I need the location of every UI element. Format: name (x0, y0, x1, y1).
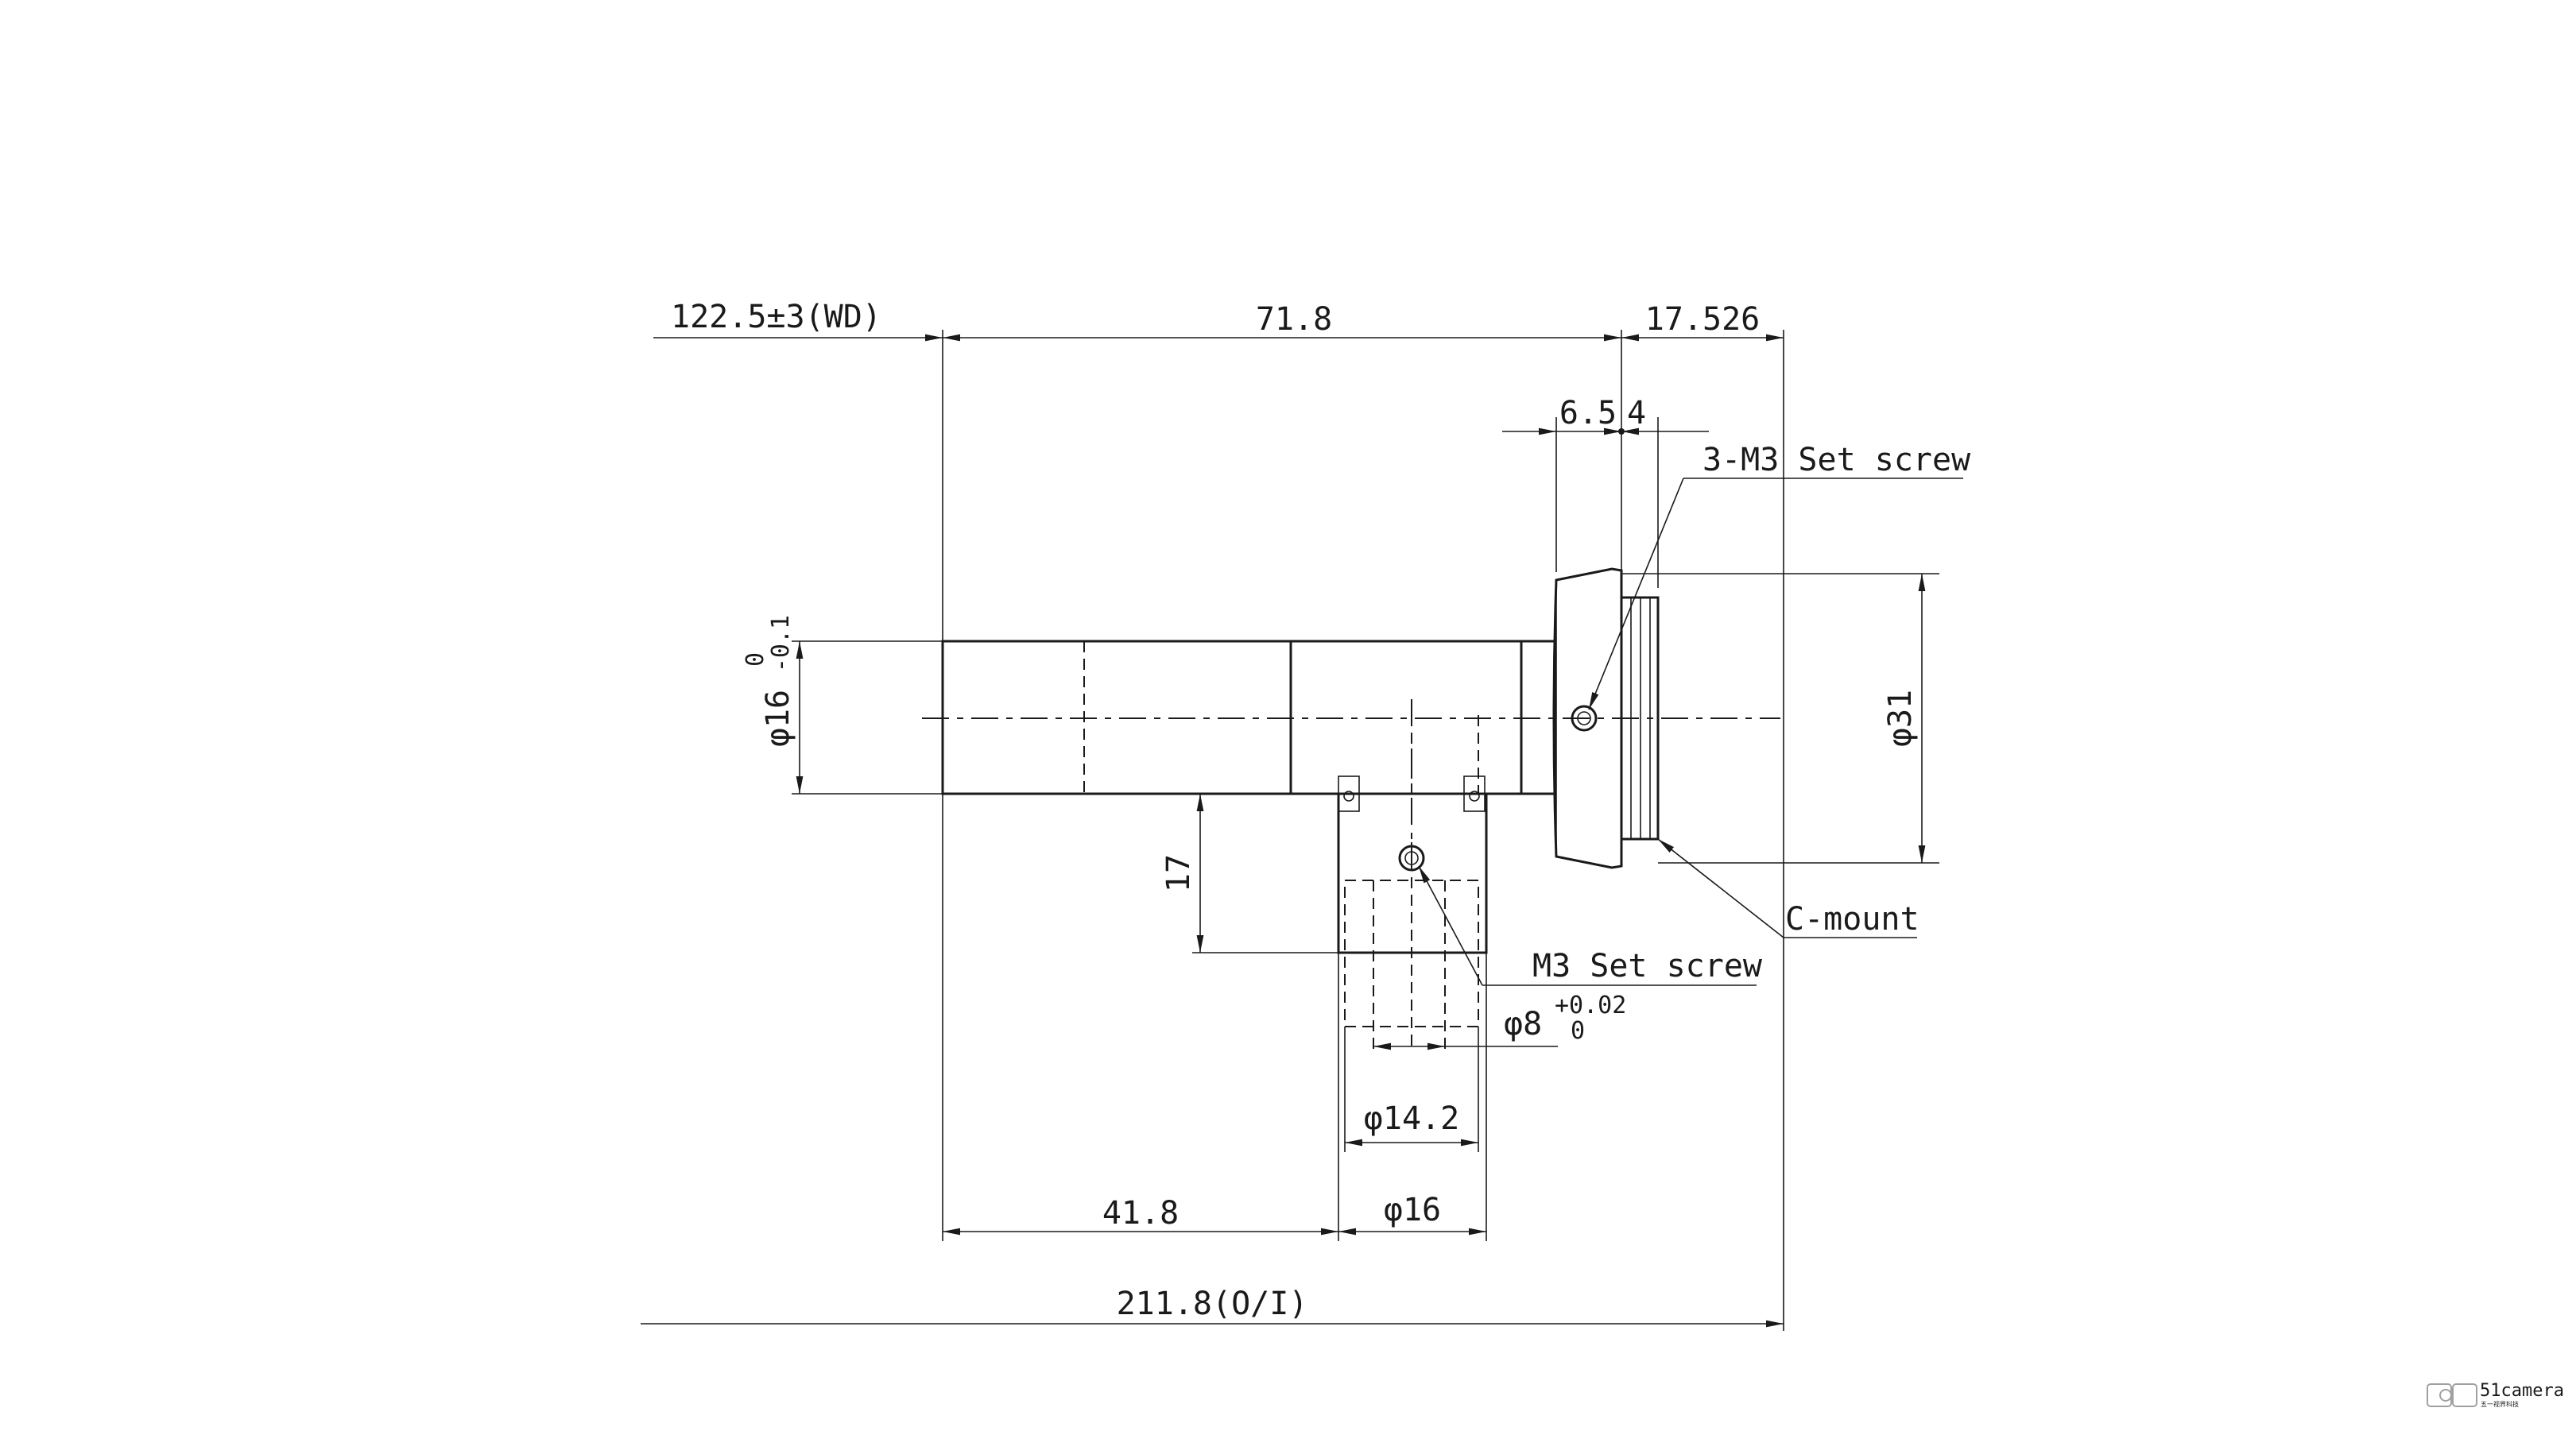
mount-flange (1552, 567, 1623, 869)
dim-phi16-left-tol-lower: -0.1 (767, 615, 795, 672)
callout-labels: 3-M3 Set screw M3 Set screw C-mount (1532, 442, 1971, 984)
dim-total-label: 211.8(O/I) (1117, 1286, 1308, 1322)
extension-lines (792, 330, 1939, 1331)
dim-phi8-label: φ8 (1504, 1006, 1542, 1042)
watermark-subtext: 五一视界科技 (2481, 1400, 2519, 1408)
dimension-lines (641, 334, 1926, 1328)
dim-wd-label: 122.5±3(WD) (671, 299, 881, 335)
dim-phi16-left-label: φ16 (760, 690, 796, 747)
watermark-brand: 51camera (2480, 1381, 2564, 1401)
dim-phi16-left-tol-upper: 0 (742, 652, 769, 667)
side-port (1337, 775, 1488, 1049)
callout-3m3-set-screw: 3-M3 Set screw (1702, 442, 1971, 478)
dim-phi8-tol-lower: 0 (1571, 1017, 1585, 1045)
dim-phi8-tol-upper: +0.02 (1555, 992, 1626, 1019)
dim-41-8-label: 41.8 (1102, 1195, 1179, 1232)
dim-71-8-label: 71.8 (1256, 301, 1332, 338)
dim-4-label: 4 (1627, 395, 1646, 431)
dim-6-5-label: 6.5 (1559, 395, 1617, 431)
leader-lines (1418, 478, 1963, 986)
dim-phi16-bottom-label: φ16 (1384, 1192, 1441, 1228)
set-screw-holes (1398, 705, 1598, 872)
center-lines (922, 699, 1780, 866)
callout-c-mount: C-mount (1785, 901, 1919, 938)
dim-17-526-label: 17.526 (1645, 301, 1761, 338)
dimension-labels: 122.5±3(WD) 71.8 17.526 6.5 4 41.8 φ16 φ… (671, 299, 1919, 1322)
callout-m3-set-screw: M3 Set screw (1532, 948, 1763, 984)
watermark-logo: 51camera 五一视界科技 (2427, 1381, 2564, 1408)
dim-phi14-2-label: φ14.2 (1364, 1100, 1459, 1137)
dim-17-label: 17 (1160, 854, 1197, 892)
dim-phi31-label: φ31 (1882, 690, 1919, 747)
